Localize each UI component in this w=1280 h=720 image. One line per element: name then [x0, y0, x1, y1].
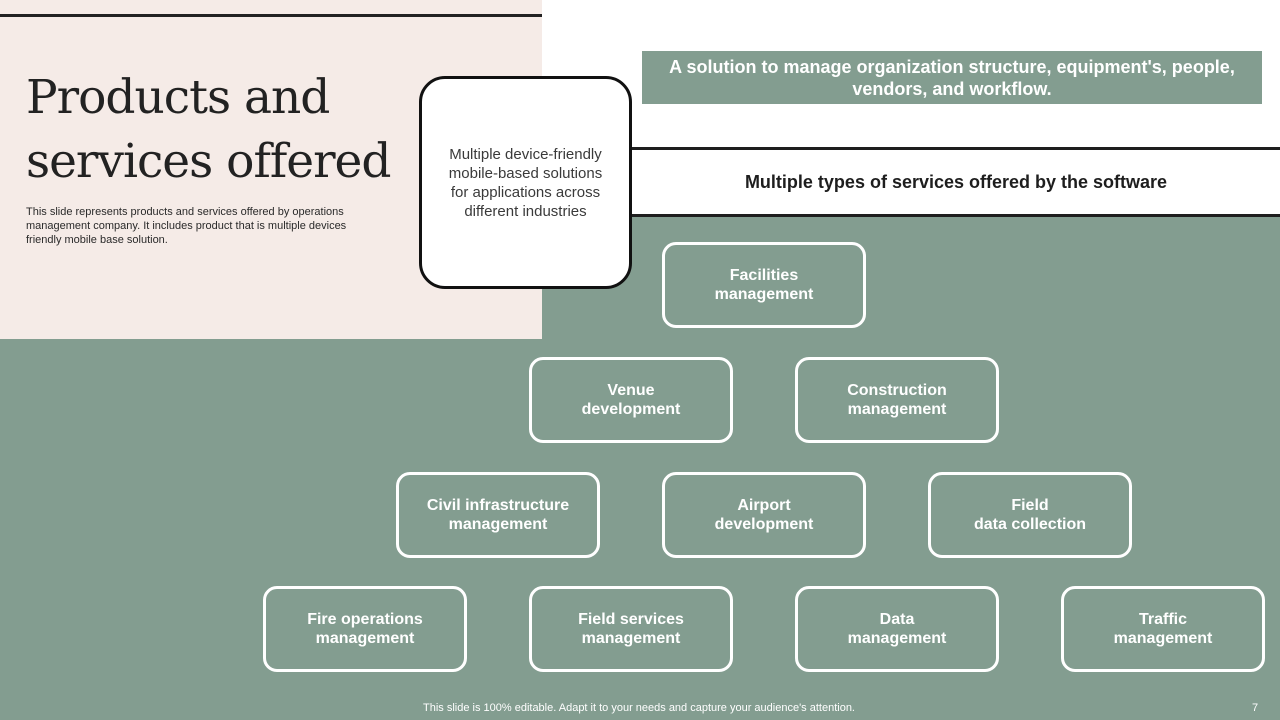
service-line-2: management [581, 630, 681, 647]
service-line-2: management [847, 401, 947, 418]
product-card: Multiple device-friendly mobile-based so… [419, 76, 632, 289]
services-heading: Multiple types of services offered by th… [632, 147, 1280, 217]
service-line-1: Fire operations [307, 611, 423, 628]
service-line-1: Venue [607, 382, 655, 399]
top-rule [0, 14, 542, 17]
service-line-2: development [714, 516, 814, 533]
slide-description: This slide represents products and servi… [26, 206, 347, 246]
service-line-2: management [1113, 630, 1213, 647]
service-line-1: Field services [578, 611, 684, 628]
title-line-2: services offered [26, 134, 391, 189]
service-line-2: data collection [973, 516, 1087, 533]
service-box-facilities: Facilities management [662, 242, 866, 328]
service-box-venue: Venue development [529, 357, 733, 443]
service-box-construction: Construction management [795, 357, 999, 443]
service-box-field-data: Field data collection [928, 472, 1132, 558]
service-line-1: Traffic [1138, 611, 1187, 628]
service-line-2: management [448, 516, 548, 533]
service-box-civil-infrastructure: Civil infrastructure management [396, 472, 600, 558]
service-line-1: Civil infrastructure [426, 497, 570, 514]
service-box-traffic: Traffic management [1061, 586, 1265, 672]
footer-note: This slide is 100% editable. Adapt it to… [423, 702, 855, 714]
service-line-2: development [581, 401, 681, 418]
page-number: 7 [1252, 702, 1259, 714]
service-line-2: management [847, 630, 947, 647]
service-box-data: Data management [795, 586, 999, 672]
service-box-airport: Airport development [662, 472, 866, 558]
service-line-2: management [315, 630, 415, 647]
service-line-2: management [714, 286, 814, 303]
title-line-1: Products and [26, 70, 330, 125]
service-line-1: Field [1011, 497, 1049, 514]
slide-title: Products and services offered [26, 66, 446, 194]
service-line-1: Construction [847, 382, 947, 399]
service-line-1: Airport [737, 497, 791, 514]
service-line-1: Data [879, 611, 915, 628]
service-box-field-services: Field services management [529, 586, 733, 672]
solution-banner: A solution to manage organization struct… [642, 51, 1262, 104]
service-box-fire-operations: Fire operations management [263, 586, 467, 672]
service-line-1: Facilities [729, 267, 799, 284]
